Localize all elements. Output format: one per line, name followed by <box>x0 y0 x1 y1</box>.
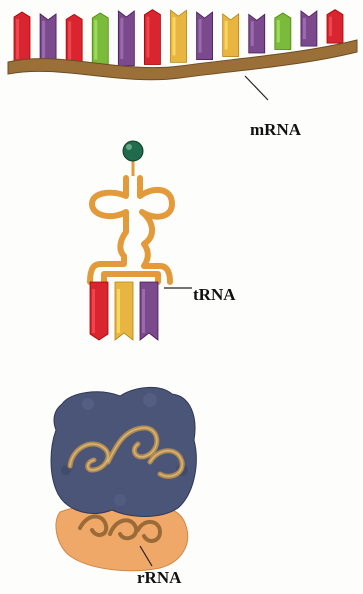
trna-base <box>90 282 108 340</box>
mrna-molecule <box>8 10 357 100</box>
mrna-base <box>249 14 265 53</box>
mrna-base <box>171 10 187 62</box>
mrna-base <box>144 10 160 65</box>
mrna-base <box>275 13 291 49</box>
mrna-pointer-line <box>245 76 268 100</box>
trna-label: tRNA <box>193 285 236 305</box>
trna-cloverleaf <box>90 178 172 282</box>
trna-base <box>115 282 133 340</box>
rrna-label: rRNA <box>137 568 181 588</box>
mrna-base <box>301 11 317 46</box>
trna-anticodon-bases <box>90 282 158 340</box>
mrna-base <box>14 12 30 66</box>
mrna-base <box>223 14 239 57</box>
mrna-label: mRNA <box>250 120 301 140</box>
mrna-base <box>92 13 108 67</box>
mrna-base <box>66 14 82 66</box>
mrna-base <box>197 12 213 60</box>
trna-base <box>140 282 158 340</box>
ribosome <box>51 387 196 570</box>
mrna-base <box>327 10 343 44</box>
mrna-base <box>118 11 134 66</box>
trna-amino-acid <box>123 141 143 161</box>
trna-molecule <box>90 141 192 340</box>
